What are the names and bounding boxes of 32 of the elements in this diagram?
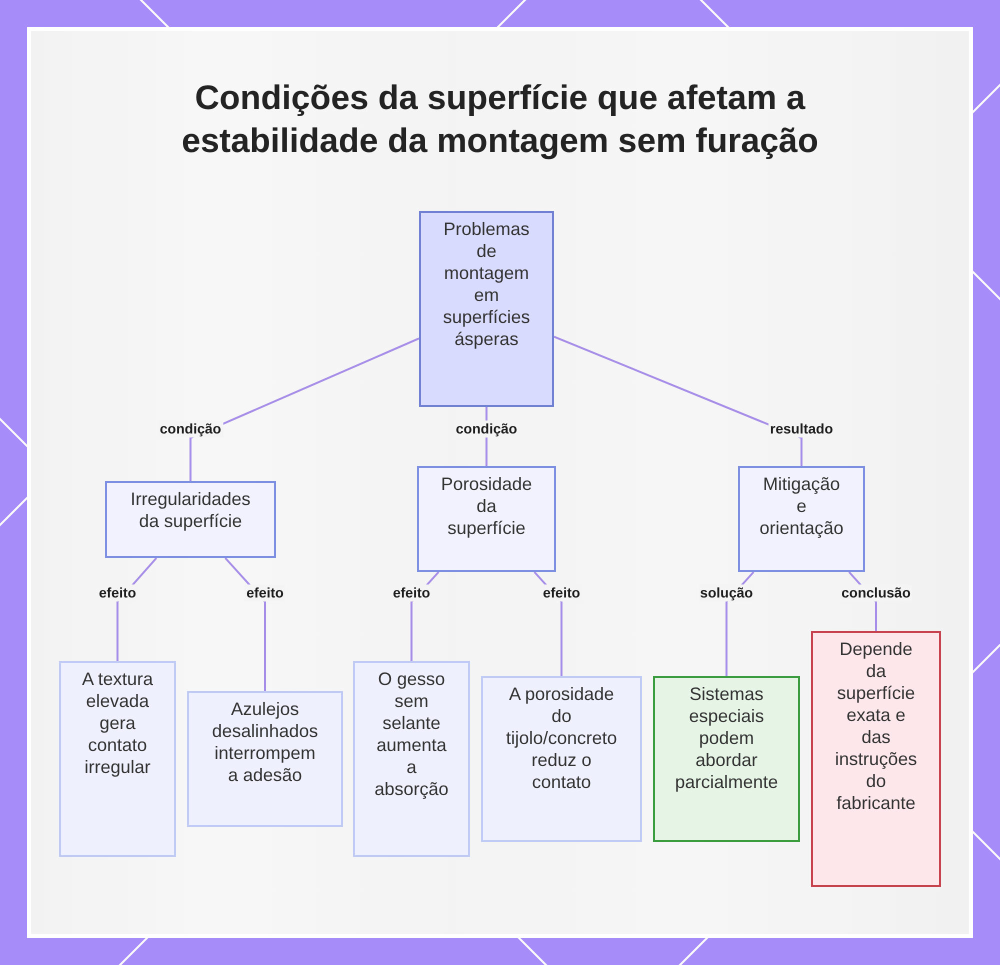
node-text: Sistemas especiais podem abordar parcialmente: [674, 683, 780, 793]
edge-label: resultado: [768, 420, 835, 438]
edge-label: efeito: [96, 584, 138, 602]
edge-label: condição: [158, 420, 224, 438]
edge-label: efeito: [244, 584, 286, 602]
edge-label: conclusão: [839, 584, 913, 602]
node-text: Azulejos desalinhados interrompem a adesão: [210, 698, 320, 786]
node-text: Irregularidades da superfície: [129, 488, 252, 532]
root-box: [419, 211, 554, 407]
node-text: Depende da superfície exata e das instruções do fabricante: [834, 638, 918, 814]
detail-box: [353, 661, 470, 857]
node-text: A porosidade do tijolo/concreto reduz o contato: [504, 683, 618, 793]
connector-line: [554, 336, 802, 466]
detail-box: [481, 676, 642, 842]
node-text: A textura elevada gera contato irregular: [80, 668, 154, 778]
diagram-title: Condições da superfície que afetam a estabilidade da montagem sem furação: [180, 78, 820, 162]
edge-label: efeito: [540, 584, 582, 602]
node-text: Problemas de montagem em superfícies ásperas: [442, 218, 532, 350]
edge-label: condição: [454, 420, 520, 438]
solution-box: [653, 676, 800, 842]
category-box: [738, 466, 865, 572]
edge-label: efeito: [390, 584, 432, 602]
conclusion-box: [811, 631, 941, 887]
detail-box: [187, 691, 343, 827]
category-box: [105, 481, 276, 558]
node-text: Mitigação e orientação: [758, 473, 845, 539]
connector-line: [190, 338, 420, 481]
edge-label: solução: [698, 584, 755, 602]
node-text: Porosidade da superfície: [440, 473, 534, 539]
category-box: [417, 466, 556, 572]
detail-box: [59, 661, 176, 857]
node-text: O gesso sem selante aumenta a absorção: [373, 668, 450, 800]
